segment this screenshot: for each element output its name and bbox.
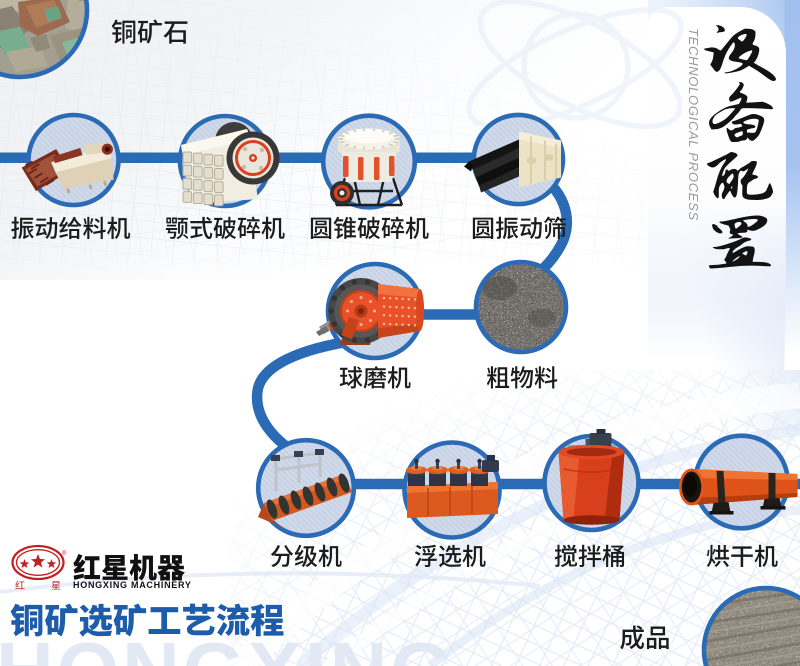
svg-text:®: ® (62, 550, 67, 557)
svg-text:TECHNOLOGICAL PROCESS: TECHNOLOGICAL PROCESS (686, 28, 701, 221)
svg-text:HONGXING MACHINERY: HONGXING MACHINERY (73, 580, 192, 590)
